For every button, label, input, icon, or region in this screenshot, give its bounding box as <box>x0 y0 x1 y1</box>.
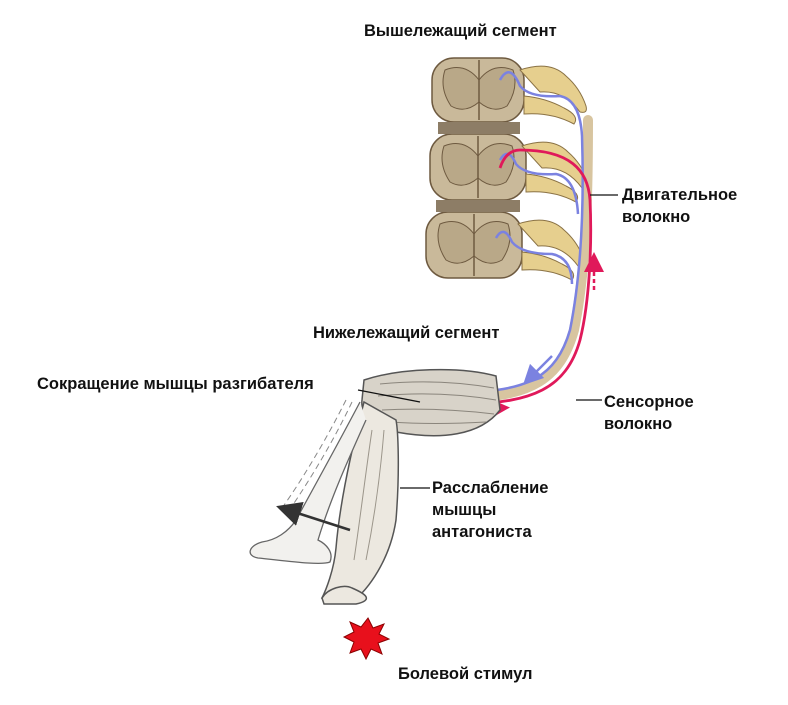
antagonist-relaxation-label-line-2: мышцы <box>432 501 497 519</box>
raised-leg-ghost <box>249 401 367 564</box>
motor-fiber-label-line-1: Двигательное <box>622 186 738 204</box>
antagonist-relaxation-label-line-3: антагониста <box>432 523 532 541</box>
sensory-fiber-label-line-2: волокно <box>604 415 673 433</box>
extensor-contraction-label: Сокращение мышцы разгибателя <box>37 375 314 393</box>
motor-fiber-label-line-2: волокно <box>622 208 691 226</box>
antagonist-relaxation-label-line-1: Расслабление <box>432 479 549 497</box>
movement-arrow <box>276 501 351 532</box>
foot <box>321 585 368 605</box>
leader-lines <box>357 194 618 489</box>
lower-segment-label: Нижележащий сегмент <box>313 324 500 342</box>
spinal-segment-upper <box>431 57 587 125</box>
sensory-fiber-label: Сенсорное волокно <box>604 391 694 435</box>
leg-illustration <box>249 368 501 605</box>
burst-icon <box>342 617 391 661</box>
upper-segment-label: Вышележащий сегмент <box>364 22 557 40</box>
motor-fiber-label: Двигательное волокно <box>622 184 737 228</box>
spinal-segment-middle <box>429 133 589 203</box>
spinal-cord-segments <box>425 57 589 281</box>
spinal-segment-lower <box>425 211 585 281</box>
sensory-fiber-label-line-1: Сенсорное <box>604 393 694 411</box>
motor-pathway <box>374 71 584 408</box>
nerve-pathways <box>350 71 604 591</box>
pain-stimulus-label: Болевой стимул <box>398 665 533 683</box>
antagonist-relaxation-label: Расслабление мышцы антагониста <box>432 477 548 543</box>
